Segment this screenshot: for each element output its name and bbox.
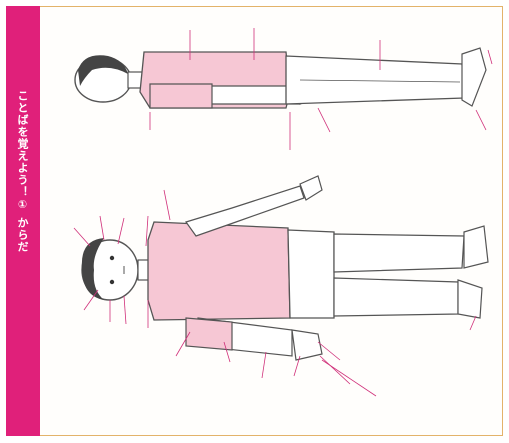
front-torso	[148, 222, 290, 320]
front-shorts	[288, 230, 334, 318]
front-foot-lower	[458, 280, 482, 318]
side-sleeve	[150, 84, 212, 108]
front-upper-leg	[334, 234, 464, 272]
front-foot-upper	[464, 226, 488, 268]
front-view-figure	[74, 176, 488, 396]
side-foot	[462, 48, 486, 106]
front-lower-leg	[334, 278, 458, 316]
front-lower-hand	[292, 330, 322, 360]
side-view-figure	[75, 28, 492, 150]
